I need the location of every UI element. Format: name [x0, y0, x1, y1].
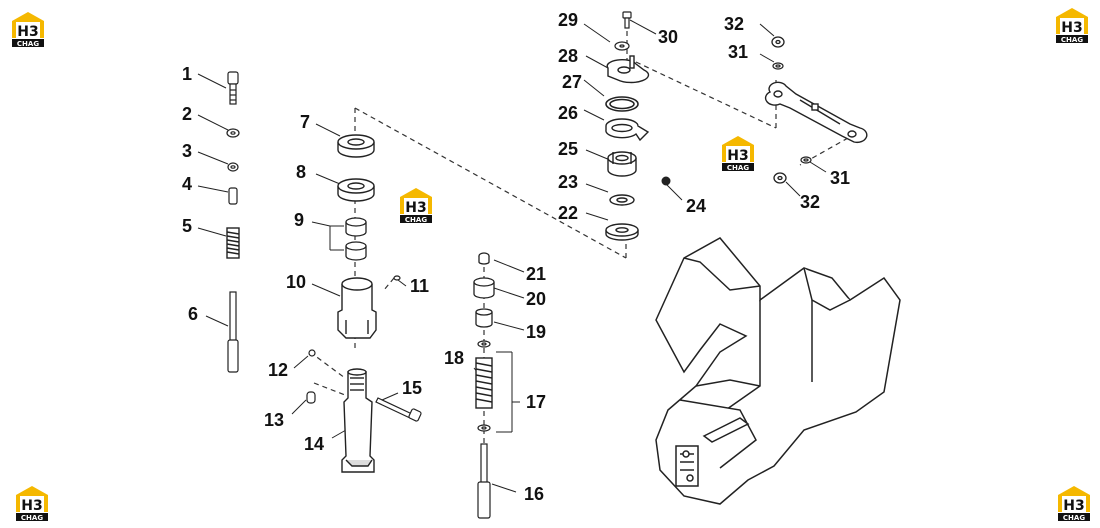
- part-31-washer-top: [772, 62, 784, 70]
- part-23-washer: [609, 194, 635, 206]
- part-11-screw: [393, 275, 401, 281]
- callout-27: 27: [562, 72, 582, 92]
- callout-11: 11: [410, 276, 429, 296]
- callout-16: 16: [524, 484, 544, 504]
- brand-logo-top-right: CHAG: [1056, 8, 1088, 44]
- part-27-ring: [605, 96, 639, 112]
- callout-3: 3: [182, 141, 192, 161]
- svg-text:CHAG: CHAG: [21, 514, 43, 522]
- part-32-nut-top: [771, 36, 785, 48]
- callout-25: 25: [558, 139, 578, 159]
- callout-32-bottom: 32: [800, 192, 820, 212]
- callout-20: 20: [526, 289, 546, 309]
- callout-22: 22: [558, 203, 578, 223]
- part-15-bolt: [375, 397, 422, 422]
- callout-30: 30: [658, 27, 678, 47]
- part-17-washers: [477, 340, 491, 432]
- callout-24: 24: [686, 196, 706, 216]
- svg-text:CHAG: CHAG: [1063, 514, 1085, 522]
- part-25-nut: [607, 151, 637, 177]
- callout-26: 26: [558, 103, 578, 123]
- part-31-washer-bottom: [800, 156, 812, 164]
- callout-6: 6: [188, 304, 198, 324]
- part-12-ball: [308, 349, 316, 357]
- callout-23: 23: [558, 172, 578, 192]
- callout-15: 15: [402, 378, 422, 398]
- callout-31-top: 31: [728, 42, 748, 62]
- callout-28: 28: [558, 46, 578, 66]
- part-30-screw: [622, 11, 632, 29]
- part-1-bolt: [227, 71, 239, 105]
- part-18-spring: [475, 357, 493, 409]
- callout-19: 19: [526, 322, 546, 342]
- part-24-ball: [661, 176, 671, 186]
- brand-logo-top-left: CHAG: [12, 12, 44, 48]
- callout-17: 17: [526, 392, 546, 412]
- part-3-nut: [227, 162, 239, 172]
- brand-logo-bottom-right: CHAG: [1058, 486, 1090, 522]
- part-14-shaft: [341, 368, 375, 473]
- part-4-pin: [228, 187, 238, 205]
- part-26-clamp: [605, 118, 650, 142]
- callout-1: 1: [182, 64, 192, 84]
- callout-9: 9: [294, 210, 304, 230]
- callout-5: 5: [182, 216, 192, 236]
- svg-text:CHAG: CHAG: [727, 164, 749, 172]
- part-2-washer: [226, 128, 240, 138]
- brand-logo-center-right: CHAG: [722, 136, 754, 172]
- callout-10: 10: [286, 272, 306, 292]
- callout-8: 8: [296, 162, 306, 182]
- part-10-housing: [337, 277, 377, 339]
- hydraulic-cylinder: [764, 81, 868, 144]
- callout-7: 7: [300, 112, 310, 132]
- part-5-spring: [226, 227, 240, 259]
- part-13-key: [306, 391, 316, 404]
- part-29-washer: [614, 41, 630, 51]
- svg-text:CHAG: CHAG: [17, 40, 39, 48]
- callout-2: 2: [182, 104, 192, 124]
- part-6-rod: [227, 291, 239, 373]
- part-21-cap: [478, 252, 490, 265]
- machine-frame-context: [655, 237, 901, 505]
- leader-lines: [197, 19, 827, 493]
- part-20-bushing: [473, 277, 495, 299]
- callout-labels: 1 2 3 4 5 6 7 8 9 10 11 12 13 14 15 16 1…: [182, 10, 850, 504]
- part-28-lever: [606, 55, 650, 84]
- part-32-nut-bottom: [773, 172, 787, 184]
- svg-text:CHAG: CHAG: [1061, 36, 1083, 44]
- callout-29: 29: [558, 10, 578, 30]
- brand-logo-center-left: CHAG: [400, 188, 432, 224]
- part-22-washer: [605, 223, 639, 241]
- callout-31-bottom: 31: [830, 168, 850, 188]
- callout-21: 21: [526, 264, 546, 284]
- part-8-bearing: [337, 178, 375, 202]
- callout-14: 14: [304, 434, 324, 454]
- part-16-rod: [477, 443, 491, 519]
- part-9-bushings: [345, 217, 367, 261]
- brand-logo-bottom-left: CHAG: [16, 486, 48, 522]
- callout-12: 12: [268, 360, 288, 380]
- callout-13: 13: [264, 410, 284, 430]
- callout-4: 4: [182, 174, 192, 194]
- callout-18: 18: [444, 348, 464, 368]
- part-7-bearing: [337, 134, 375, 158]
- svg-text:CHAG: CHAG: [405, 216, 427, 224]
- callout-32-top: 32: [724, 14, 744, 34]
- part-19-bushing: [475, 308, 493, 328]
